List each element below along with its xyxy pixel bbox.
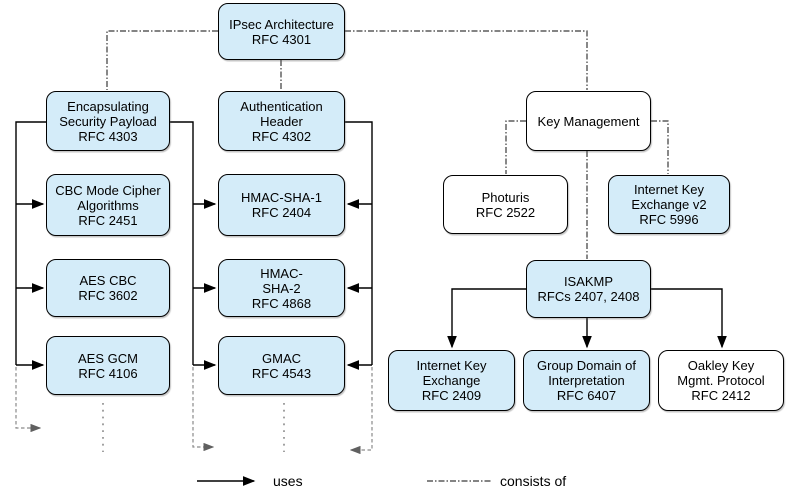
consists-of-edges bbox=[106, 30, 669, 259]
node-aes-cbc: AES CBC RFC 3602 bbox=[46, 259, 170, 317]
legend-uses-label: uses bbox=[273, 473, 303, 489]
node-title: ISAKMP bbox=[563, 274, 614, 289]
node-key-management: Key Management bbox=[526, 91, 651, 151]
continuation-edges bbox=[15, 367, 373, 455]
arrow-isakmp-to-ike bbox=[447, 288, 526, 349]
node-rfc: RFC 4106 bbox=[78, 365, 138, 381]
node-rfc: RFC 2412 bbox=[691, 388, 751, 403]
node-title: Authentication Header bbox=[240, 98, 323, 129]
esp-right-rail bbox=[170, 121, 194, 365]
node-hmac-sha2: HMAC- SHA-2 RFC 4868 bbox=[218, 259, 345, 317]
node-ikev2: Internet Key Exchange v2 RFC 5996 bbox=[608, 175, 730, 234]
node-photuris: Photuris RFC 2522 bbox=[443, 175, 568, 234]
node-rfc: RFCs 2407, 2408 bbox=[537, 289, 640, 304]
continuation-left bbox=[15, 367, 42, 433]
node-title: Photuris bbox=[481, 189, 530, 205]
legend-consists-of-label: consists of bbox=[500, 473, 567, 489]
node-title: Encapsulating Security Payload bbox=[59, 98, 157, 129]
continuation-mid-right bbox=[349, 367, 373, 455]
node-isakmp: ISAKMP RFCs 2407, 2408 bbox=[526, 260, 651, 318]
node-esp: Encapsulating Security Payload RFC 4303 bbox=[46, 91, 170, 151]
node-rfc: RFC 2522 bbox=[475, 204, 536, 220]
node-rfc: RFC 6407 bbox=[556, 388, 617, 403]
node-rfc: RFC 2404 bbox=[251, 205, 312, 220]
node-rfc: RFC 2451 bbox=[78, 212, 138, 228]
node-title: Internet Key Exchange v2 bbox=[631, 182, 707, 212]
node-rfc: RFC 4543 bbox=[251, 365, 312, 381]
node-rfc: RFC 4302 bbox=[251, 128, 312, 144]
node-rfc: RFC 4301 bbox=[251, 31, 312, 47]
node-gdoi: Group Domain of Interpretation RFC 6407 bbox=[523, 350, 650, 411]
node-title: GMAC bbox=[262, 350, 301, 366]
node-title: Internet Key Exchange bbox=[416, 358, 487, 388]
node-rfc: RFC 3602 bbox=[78, 288, 138, 303]
node-title: Group Domain of Interpretation bbox=[537, 358, 636, 388]
node-rfc: RFC 5996 bbox=[639, 212, 699, 227]
node-ike: Internet Key Exchange RFC 2409 bbox=[388, 350, 515, 411]
continuation-mid-left bbox=[192, 367, 215, 452]
ah-right-rail bbox=[345, 121, 373, 365]
node-title: HMAC- SHA-2 bbox=[260, 265, 303, 296]
esp-left-rail bbox=[15, 121, 46, 365]
node-title: AES GCM bbox=[78, 350, 138, 366]
node-title: HMAC-SHA-1 bbox=[241, 190, 322, 205]
node-gmac: GMAC RFC 4543 bbox=[218, 336, 345, 395]
keymgmt-to-ikev2 bbox=[651, 120, 669, 174]
node-rfc: RFC 4303 bbox=[78, 128, 138, 144]
keymgmt-to-photuris bbox=[505, 120, 526, 174]
node-title: Key Management bbox=[537, 113, 640, 129]
node-aes-gcm: AES GCM RFC 4106 bbox=[46, 336, 170, 395]
uses-edges bbox=[15, 121, 727, 370]
node-title: IPsec Architecture bbox=[229, 16, 334, 32]
node-cbc-mode-cipher: CBC Mode Cipher Algorithms RFC 2451 bbox=[46, 174, 170, 236]
node-title: CBC Mode Cipher Algorithms bbox=[55, 182, 161, 213]
node-rfc: RFC 4868 bbox=[251, 295, 312, 311]
node-title: Oakley Key Mgmt. Protocol bbox=[677, 358, 765, 388]
ipsec-to-esp bbox=[106, 30, 218, 90]
node-ipsec-architecture: IPsec Architecture RFC 4301 bbox=[218, 3, 345, 60]
node-rfc: RFC 2409 bbox=[421, 388, 482, 403]
arrow-isakmp-to-oakley bbox=[651, 288, 727, 349]
ipsec-to-keymgmt bbox=[345, 30, 588, 90]
node-oakley: Oakley Key Mgmt. Protocol RFC 2412 bbox=[658, 350, 784, 411]
node-title: AES CBC bbox=[79, 273, 137, 288]
node-hmac-sha1: HMAC-SHA-1 RFC 2404 bbox=[218, 174, 345, 236]
node-authentication-header: Authentication Header RFC 4302 bbox=[218, 91, 345, 151]
